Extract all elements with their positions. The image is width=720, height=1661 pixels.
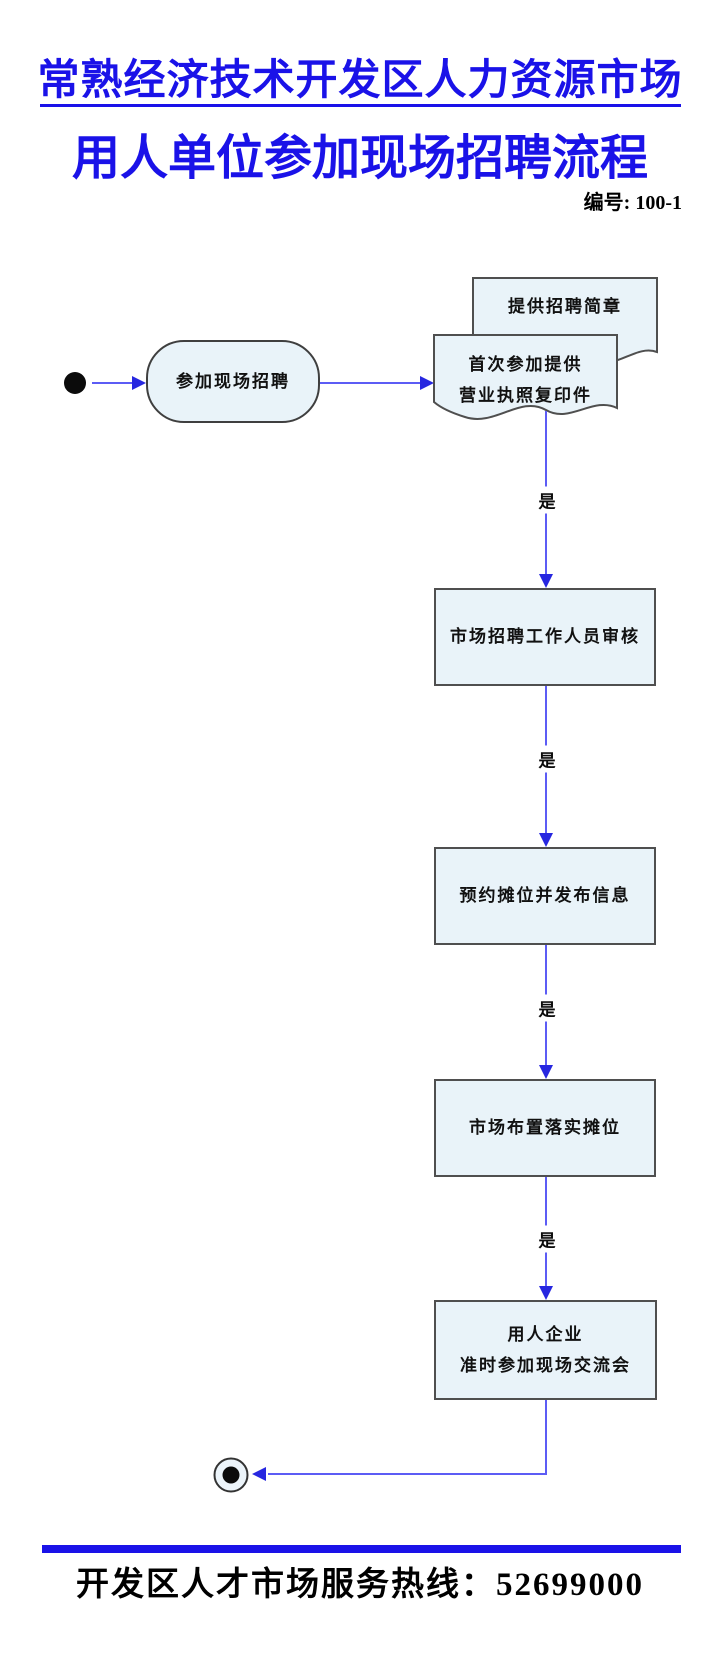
process-box-review-label: 市场招聘工作人员审核 xyxy=(450,627,640,647)
document-shape-front xyxy=(433,334,618,420)
header-title: 常熟经济技术开发区人力资源市场 xyxy=(37,56,683,103)
process-box-review: 市场招聘工作人员审核 xyxy=(434,588,656,686)
arrowhead-left-icon xyxy=(252,1467,266,1481)
footer-divider xyxy=(42,1545,681,1553)
activity-participate: 参加现场招聘 xyxy=(146,340,320,423)
arrowhead-right-icon xyxy=(420,376,434,390)
process-box-attend-fair-label-line2: 准时参加现场交流会 xyxy=(460,1356,631,1375)
process-box-booth-setup-label: 市场布置落实摊位 xyxy=(469,1118,621,1138)
document-license-label-line1: 首次参加提供 xyxy=(468,355,583,374)
doc-number: 编号: 100-1 xyxy=(583,192,682,214)
start-node xyxy=(64,372,86,394)
header-subtitle: 用人单位参加现场招聘流程 xyxy=(71,132,648,185)
process-box-attend-fair-label-line1: 用人企业 xyxy=(507,1324,584,1344)
arrowhead-down-icon xyxy=(539,574,553,588)
yes-label: 是 xyxy=(535,486,559,514)
yes-label: 是 xyxy=(535,994,559,1022)
process-box-attend-fair: 用人企业 准时参加现场交流会 xyxy=(434,1300,657,1400)
arrowhead-down-icon xyxy=(539,1065,553,1079)
arrowhead-down-icon xyxy=(539,1286,553,1300)
process-box-booth-booking: 预约摊位并发布信息 xyxy=(434,847,656,945)
arrowhead-right-icon xyxy=(132,376,146,390)
yes-label: 是 xyxy=(535,745,559,773)
process-box-booth-setup: 市场布置落实摊位 xyxy=(434,1079,656,1177)
end-node-dot xyxy=(222,1466,240,1484)
footer-hotline: 开发区人才市场服务热线：52699000 xyxy=(76,1567,644,1603)
yes-label: 是 xyxy=(535,1225,559,1253)
document-brochure-label: 提供招聘简章 xyxy=(508,297,622,316)
activity-participate-label: 参加现场招聘 xyxy=(176,371,290,391)
arrowhead-down-icon xyxy=(539,833,553,847)
process-box-booth-booking-label: 预约摊位并发布信息 xyxy=(459,886,631,906)
connector-attend-end xyxy=(268,1400,547,1475)
header-divider xyxy=(40,104,681,107)
document-license-label-line2: 营业执照复印件 xyxy=(459,386,592,405)
